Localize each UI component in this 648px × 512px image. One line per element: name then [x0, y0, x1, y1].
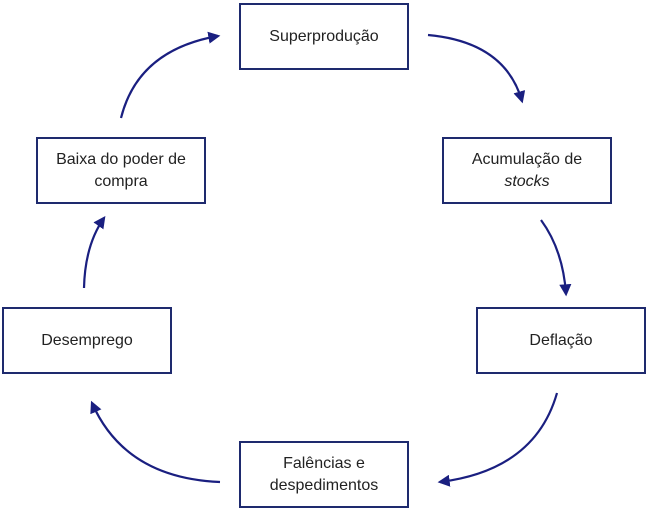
- arrow-superproducao-to-acumulacao: [427, 33, 526, 104]
- node-desemprego-label: Desemprego: [41, 331, 133, 349]
- node-falencias-e-despedimentos: Falências e despedimentos: [239, 441, 409, 508]
- node-baixa-label-line2: compra: [94, 172, 148, 190]
- arrow-deflacao-to-falencias: [437, 392, 559, 487]
- arrow-acumulacao-to-deflacao: [540, 219, 572, 297]
- node-acumulacao-label-line2: stocks: [504, 172, 550, 190]
- node-falencias-label-line1: Falências e: [283, 454, 365, 472]
- arrow-baixa-to-superproducao: [119, 31, 221, 119]
- node-deflacao-label: Deflação: [529, 331, 593, 349]
- node-acumulacao-de-stocks: Acumulação de stocks: [442, 137, 612, 204]
- node-falencias-label-line2: despedimentos: [269, 476, 379, 494]
- node-desemprego: Desemprego: [2, 307, 172, 374]
- node-baixa-label-line1: Baixa do poder de: [56, 150, 186, 168]
- arrow-desemprego-to-baixa: [82, 216, 106, 289]
- node-baixa-do-poder-de-compra: Baixa do poder de compra: [36, 137, 206, 204]
- node-superproducao: Superprodução: [239, 3, 409, 70]
- node-acumulacao-label-line1: Acumulação de: [471, 150, 583, 168]
- arrow-falencias-to-desemprego: [90, 400, 221, 484]
- node-superproducao-label: Superprodução: [269, 27, 379, 45]
- node-deflacao: Deflação: [476, 307, 646, 374]
